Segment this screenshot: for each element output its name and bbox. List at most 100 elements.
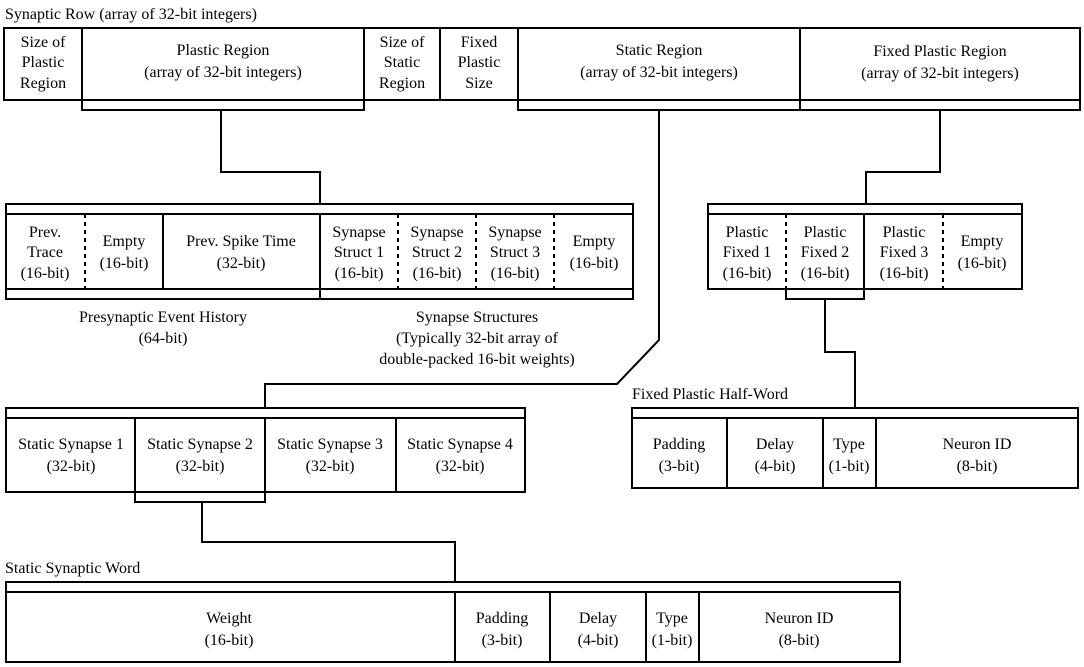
svg-text:Struct 2: Struct 2 (412, 244, 462, 261)
plastic-fixed-1-cell: Plastic Fixed 1 (16-bit) (723, 224, 772, 282)
size-of-static-region-cell: Size of Static Region (379, 34, 425, 92)
svg-text:Plastic: Plastic (726, 224, 769, 241)
synapse-struct-2-cell: Synapse Struct 2 (16-bit) (410, 224, 463, 282)
svg-text:(32-bit): (32-bit) (47, 458, 96, 475)
svg-text:Empty: Empty (573, 233, 616, 250)
svg-text:(array of 32-bit integers): (array of 32-bit integers) (580, 64, 738, 81)
svg-text:Static: Static (384, 54, 420, 71)
plastic-region-bracket (81, 100, 365, 111)
svg-text:Prev. Spike Time: Prev. Spike Time (186, 233, 296, 250)
svg-text:Delay: Delay (756, 436, 794, 453)
synapse-structures-label: Synapse Structures (Typically 32-bit arr… (379, 309, 575, 368)
fixed-plastic-half-word-caption: Fixed Plastic Half-Word (632, 386, 788, 403)
svg-text:Synapse: Synapse (410, 224, 463, 241)
svg-text:Static Synapse 2: Static Synapse 2 (147, 436, 253, 453)
svg-text:Weight: Weight (206, 610, 252, 627)
static-region-bracket (517, 100, 801, 111)
word-type-cell: Type (1-bit) (652, 610, 693, 649)
plastic-fixed-2-bracket (785, 289, 865, 300)
svg-text:(array of 32-bit integers): (array of 32-bit integers) (144, 64, 302, 81)
svg-text:(16-bit): (16-bit) (570, 255, 619, 272)
svg-text:Region: Region (379, 75, 425, 92)
svg-text:(32-bit): (32-bit) (436, 458, 485, 475)
svg-text:(16-bit): (16-bit) (205, 632, 254, 649)
plastic-fixed-2-cell: Plastic Fixed 2 (16-bit) (801, 224, 850, 282)
svg-text:(array of 32-bit integers): (array of 32-bit integers) (861, 65, 1019, 82)
plastic-region-top-bracket (5, 203, 634, 214)
svg-text:Trace: Trace (27, 244, 63, 261)
fixed-plastic-half-word-box (631, 417, 1079, 489)
svg-text:(16-bit): (16-bit) (413, 265, 462, 282)
svg-text:Fixed 1: Fixed 1 (723, 244, 771, 261)
svg-text:Padding: Padding (476, 610, 528, 627)
svg-text:Empty: Empty (961, 233, 1004, 250)
svg-text:Neuron ID: Neuron ID (765, 610, 834, 627)
svg-text:(4-bit): (4-bit) (755, 458, 796, 475)
static-region-connector (264, 110, 660, 408)
svg-text:Struct 1: Struct 1 (334, 244, 384, 261)
static-region-top-bracket (5, 407, 526, 418)
svg-text:Size of: Size of (380, 34, 426, 51)
fixed-plastic-region-cell: Fixed Plastic Region (array of 32-bit in… (861, 43, 1019, 82)
svg-text:Struct 3: Struct 3 (490, 244, 540, 261)
half-word-type-cell: Type (1-bit) (829, 436, 870, 475)
svg-text:(16-bit): (16-bit) (958, 255, 1007, 272)
svg-text:Empty: Empty (103, 233, 146, 250)
svg-text:Size of: Size of (21, 34, 67, 51)
svg-text:(4-bit): (4-bit) (578, 632, 619, 649)
svg-text:Synapse Structures: Synapse Structures (416, 309, 538, 326)
prev-spike-time-cell: Prev. Spike Time (32-bit) (186, 233, 296, 272)
word-weight-cell: Weight (16-bit) (205, 610, 254, 649)
fixed-plastic-region-connector (865, 110, 941, 204)
prev-trace-cell: Prev. Trace (16-bit) (21, 224, 70, 282)
svg-text:(64-bit): (64-bit) (139, 330, 188, 347)
svg-text:(16-bit): (16-bit) (880, 265, 929, 282)
static-region-cell: Static Region (array of 32-bit integers) (580, 42, 738, 81)
svg-text:Type: Type (656, 610, 688, 627)
svg-text:(3-bit): (3-bit) (482, 632, 523, 649)
svg-text:Prev.: Prev. (29, 224, 61, 241)
synapse-struct-3-cell: Synapse Struct 3 (16-bit) (488, 224, 541, 282)
static-synapse-3-cell: Static Synapse 3 (32-bit) (277, 436, 383, 475)
svg-text:(1-bit): (1-bit) (829, 458, 870, 475)
svg-text:Delay: Delay (579, 610, 617, 627)
svg-text:(16-bit): (16-bit) (801, 265, 850, 282)
svg-text:(16-bit): (16-bit) (723, 265, 772, 282)
size-of-plastic-region-cell: Size of Plastic Region (20, 34, 66, 92)
fixed-plastic-region-bracket (799, 100, 1081, 111)
svg-text:(8-bit): (8-bit) (957, 458, 998, 475)
static-synapse-4-cell: Static Synapse 4 (32-bit) (407, 436, 513, 475)
svg-text:Presynaptic Event History: Presynaptic Event History (79, 309, 247, 326)
svg-text:Type: Type (833, 436, 865, 453)
svg-text:(1-bit): (1-bit) (652, 632, 693, 649)
svg-text:(16-bit): (16-bit) (335, 265, 384, 282)
svg-text:(32-bit): (32-bit) (176, 458, 225, 475)
svg-text:Plastic: Plastic (22, 54, 65, 71)
svg-text:double-packed 16-bit weights): double-packed 16-bit weights) (379, 351, 575, 368)
static-synaptic-word-top-bracket (5, 581, 901, 592)
synaptic-row-box (3, 27, 1081, 101)
plastic-fixed-3-cell: Plastic Fixed 3 (16-bit) (880, 224, 929, 282)
fixed-plastic-size-cell: Fixed Plastic Size (458, 34, 501, 92)
static-synapse-1-cell: Static Synapse 1 (32-bit) (18, 436, 124, 475)
svg-text:Plastic: Plastic (804, 224, 847, 241)
svg-text:Fixed Plastic Region: Fixed Plastic Region (873, 43, 1006, 60)
svg-text:Plastic Region: Plastic Region (177, 42, 270, 59)
half-word-delay-cell: Delay (4-bit) (755, 436, 796, 475)
svg-text:(32-bit): (32-bit) (306, 458, 355, 475)
fixed-plastic-half-word-top-bracket (631, 407, 1079, 418)
svg-text:Padding: Padding (653, 436, 705, 453)
presynaptic-event-history-bracket (5, 289, 321, 300)
static-synaptic-word-box (5, 591, 901, 663)
svg-text:Plastic: Plastic (458, 54, 501, 71)
svg-text:Static Synapse 1: Static Synapse 1 (18, 436, 124, 453)
synapse-structures-bracket (319, 289, 634, 300)
fixed-plastic-empty-cell: Empty (16-bit) (958, 233, 1007, 272)
svg-text:Plastic: Plastic (883, 224, 926, 241)
svg-text:Synapse: Synapse (332, 224, 385, 241)
plastic-empty-cell-1: Empty (16-bit) (100, 233, 149, 272)
plastic-region-connector (220, 110, 321, 204)
static-synapse-2-bracket (134, 492, 266, 503)
svg-text:(16-bit): (16-bit) (21, 265, 70, 282)
